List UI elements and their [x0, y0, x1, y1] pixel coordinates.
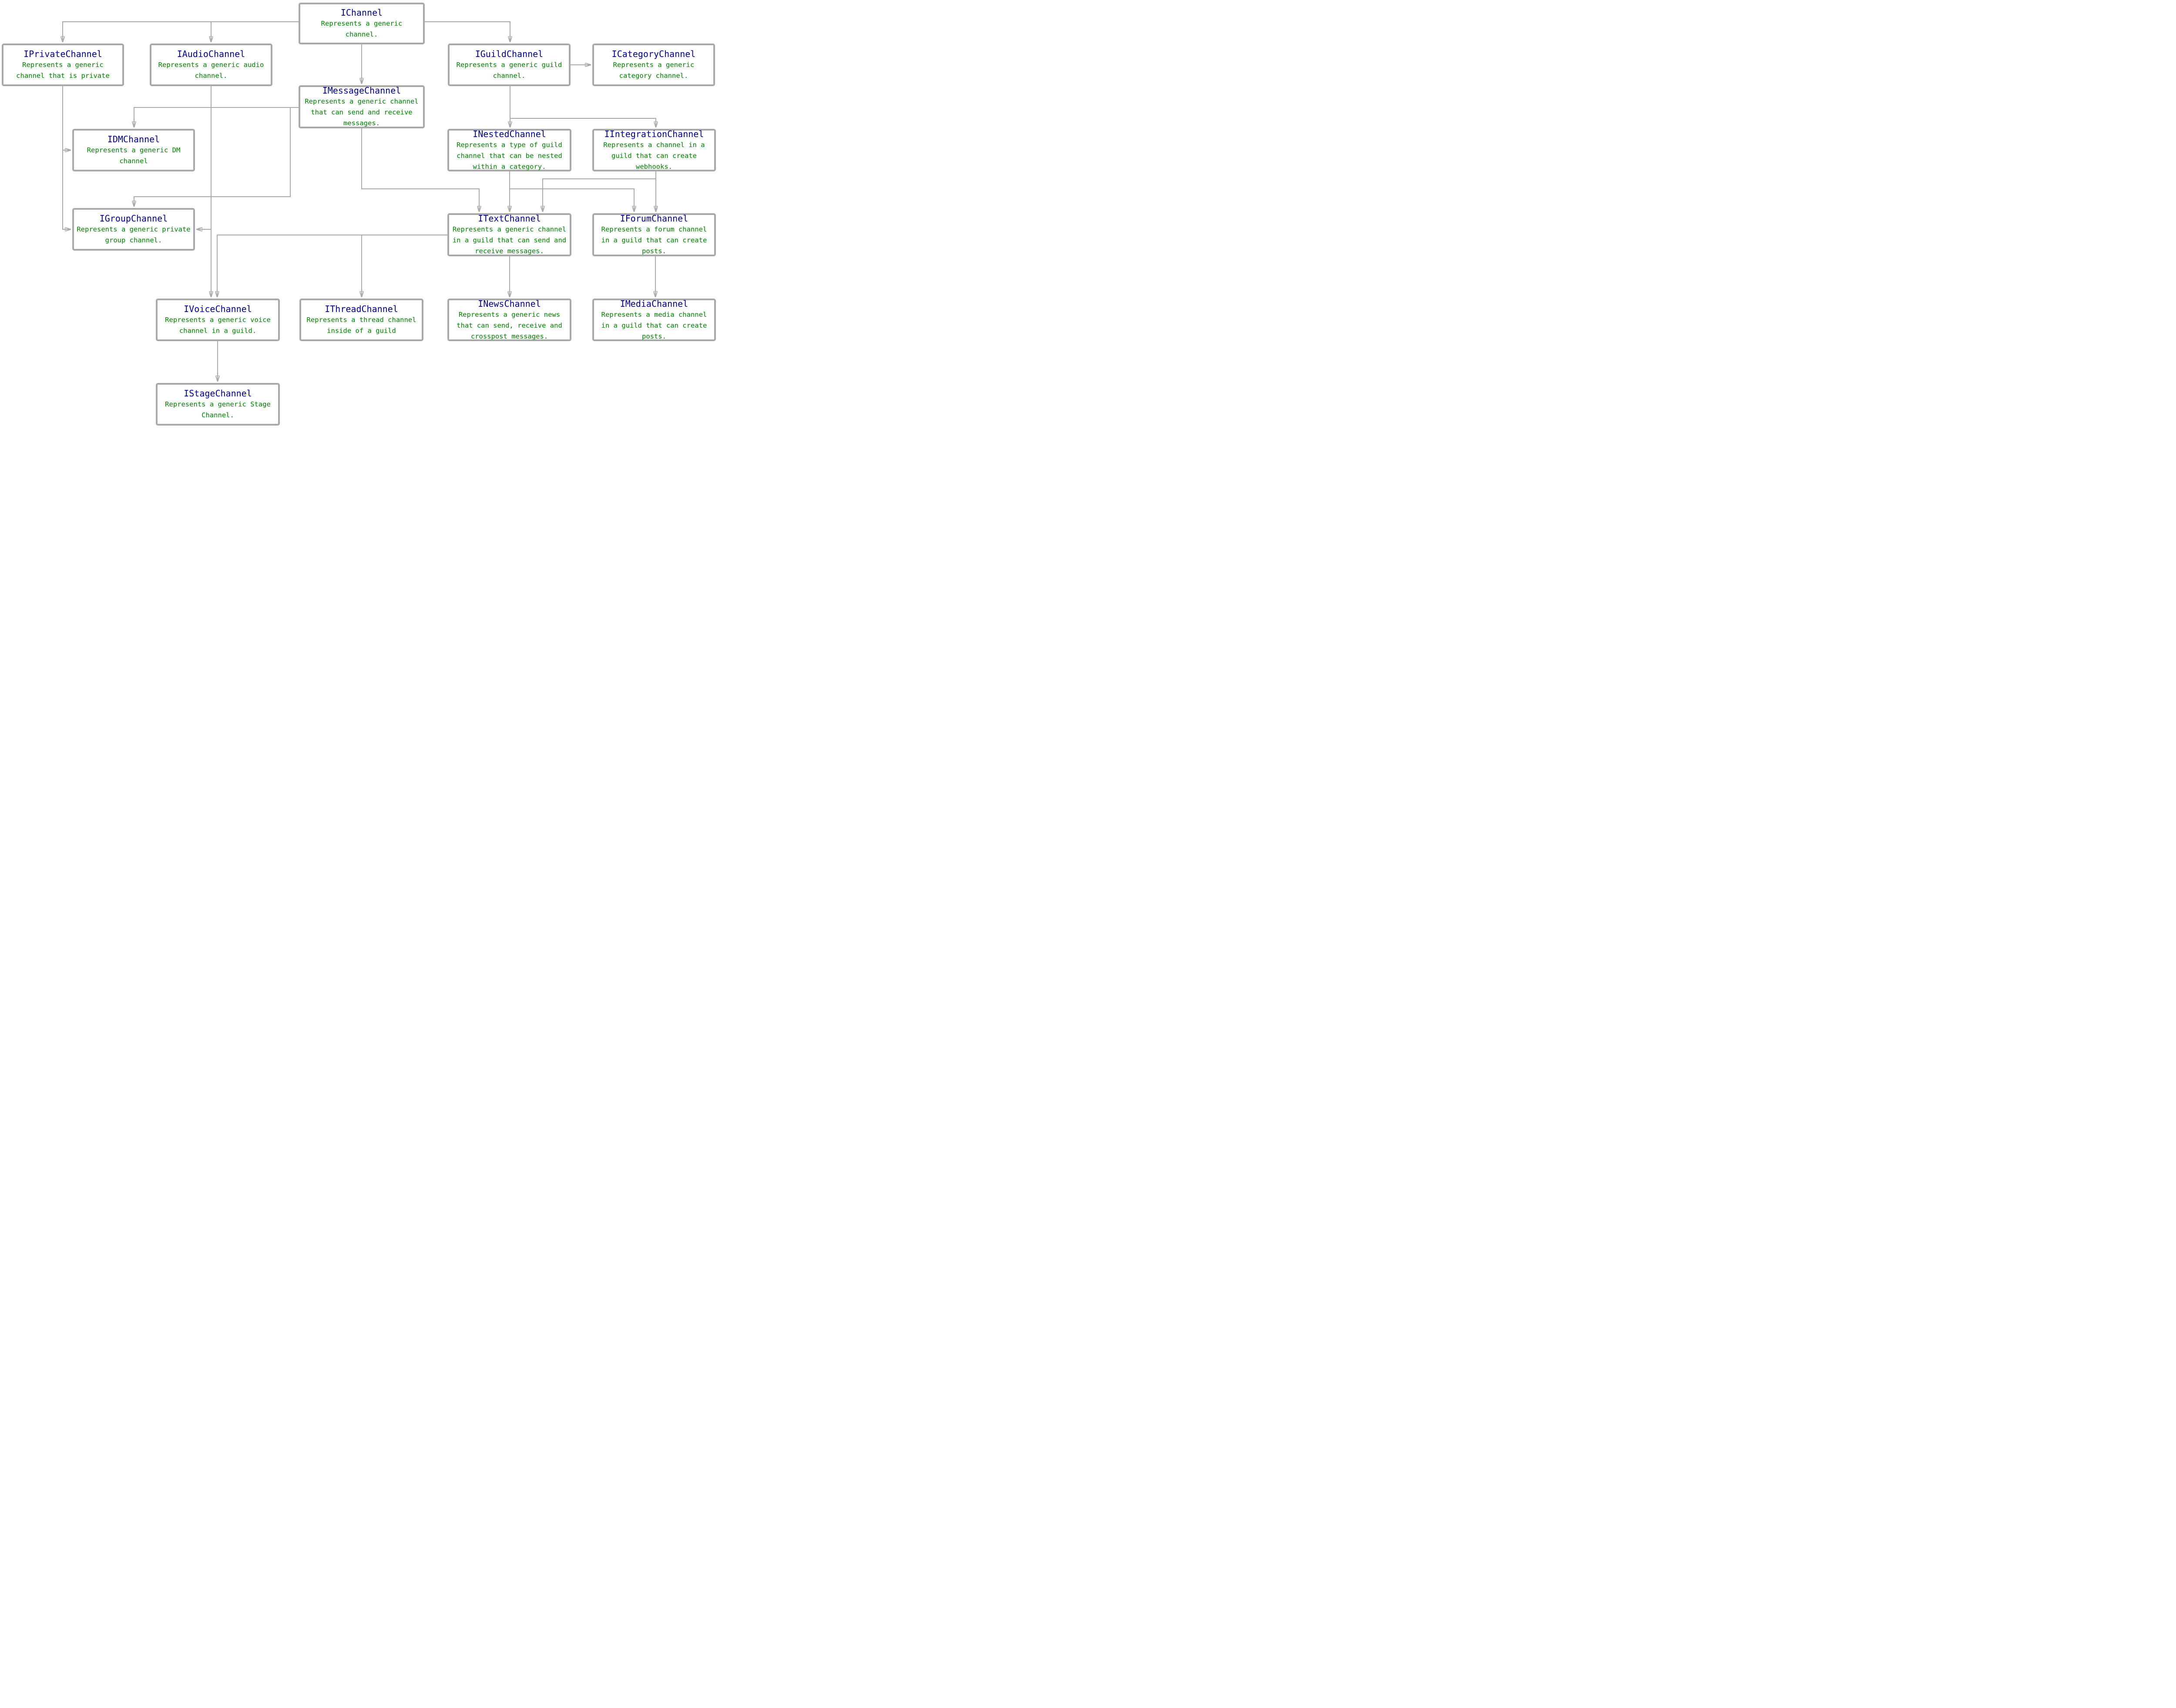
node-description: Represents a generic news that can send,…	[457, 310, 562, 340]
node-title: IAudioChannel	[177, 49, 245, 59]
node-description: Represents a generic channel that is pri…	[16, 61, 110, 80]
node-title: IChannel	[340, 7, 383, 18]
node-title: IIntegrationChannel	[604, 128, 704, 139]
node-title: IStageChannel	[184, 388, 252, 399]
node-idmchannel: IDMChannel Represents a generic DM chann…	[72, 129, 195, 171]
node-igroupchannel: IGroupChannel Represents a generic priva…	[72, 208, 195, 251]
node-description: Represents a thread channel inside of a …	[306, 316, 416, 335]
node-ithreadchannel: IThreadChannel Represents a thread chann…	[299, 299, 423, 341]
edge-iprivatechannel-to-idmchannel	[62, 86, 71, 150]
node-title: IMessageChannel	[322, 85, 401, 96]
node-description: Represents a generic Stage Channel.	[165, 400, 271, 419]
edges-layer	[0, 21, 717, 427]
edge-inestedchannel-to-iforumchannel	[510, 188, 634, 211]
node-ichannel: IChannel Represents a generic channel.	[299, 3, 425, 44]
node-iprivatechannel: IPrivateChannel Represents a generic cha…	[2, 44, 124, 86]
node-icategorychannel: ICategoryChannel Represents a generic ca…	[592, 44, 715, 86]
node-title: IVoiceChannel	[184, 304, 252, 314]
node-title: IPrivateChannel	[24, 49, 102, 59]
node-description: Represents a generic guild channel.	[456, 61, 562, 80]
node-title: IThreadChannel	[325, 304, 398, 314]
node-description: Represents a generic channel.	[321, 20, 403, 38]
node-description: Represents a media channel in a guild th…	[601, 310, 707, 340]
node-title: IDMChannel	[107, 134, 160, 144]
node-imediachannel: IMediaChannel Represents a media channel…	[592, 299, 716, 341]
node-title: IGroupChannel	[99, 213, 168, 224]
node-description: Represents a generic DM channel	[87, 146, 181, 165]
node-title: ITextChannel	[478, 213, 541, 224]
node-title: ICategoryChannel	[611, 49, 696, 59]
node-description: Represents a type of guild channel that …	[457, 141, 562, 171]
node-description: Represents a generic voice channel in a …	[165, 316, 271, 335]
node-iforumchannel: IForumChannel Represents a forum channel…	[592, 213, 716, 256]
node-title: IMediaChannel	[620, 298, 688, 309]
edge-ichannel-to-iprivatechannel	[63, 21, 299, 42]
node-description: Represents a generic channel in a guild …	[452, 225, 567, 255]
edge-ichannel-to-iguildchannel	[425, 21, 510, 42]
edge-iprivatechannel-to-igroupchannel	[62, 150, 71, 229]
edge-iintegrationchannel-to-itextchannel	[543, 178, 656, 211]
node-title: IGuildChannel	[475, 49, 544, 59]
node-inestedchannel: INestedChannel Represents a type of guil…	[447, 129, 571, 171]
edge-imessagechannel-to-idmchannel	[134, 107, 299, 127]
edge-ichannel-to-iaudiochannel	[211, 21, 299, 42]
edge-itextchannel-to-ivoicechannel	[217, 235, 447, 297]
node-title: INewsChannel	[478, 298, 541, 309]
inheritance-diagram: IChannel Represents a generic channel. I…	[0, 0, 717, 427]
node-description: Represents a channel in a guild that can…	[603, 141, 705, 171]
node-description: Represents a forum channel in a guild th…	[601, 225, 707, 255]
node-iintegrationchannel: IIntegrationChannel Represents a channel…	[592, 129, 716, 171]
node-description: Represents a generic private group chann…	[77, 225, 191, 244]
edge-imessagechannel-to-itextchannel	[361, 128, 479, 211]
node-title: IForumChannel	[620, 213, 688, 224]
node-inewschannel: INewsChannel Represents a generic news t…	[447, 299, 571, 341]
node-iaudiochannel: IAudioChannel Represents a generic audio…	[150, 44, 272, 86]
node-description: Represents a generic category channel.	[613, 61, 695, 80]
node-istagechannel: IStageChannel Represents a generic Stage…	[156, 383, 280, 426]
edge-imessagechannel-to-igroupchannel	[134, 107, 291, 206]
node-title: INestedChannel	[473, 128, 546, 139]
node-iguildchannel: IGuildChannel Represents a generic guild…	[448, 44, 571, 86]
node-itextchannel: ITextChannel Represents a generic channe…	[447, 213, 571, 256]
node-description: Represents a generic channel that can se…	[305, 97, 419, 127]
edge-iguildchannel-to-iintegrationchannel	[510, 118, 656, 127]
node-description: Represents a generic audio channel.	[158, 61, 264, 80]
node-ivoicechannel: IVoiceChannel Represents a generic voice…	[156, 299, 280, 341]
node-imessagechannel: IMessageChannel Represents a generic cha…	[299, 85, 425, 128]
